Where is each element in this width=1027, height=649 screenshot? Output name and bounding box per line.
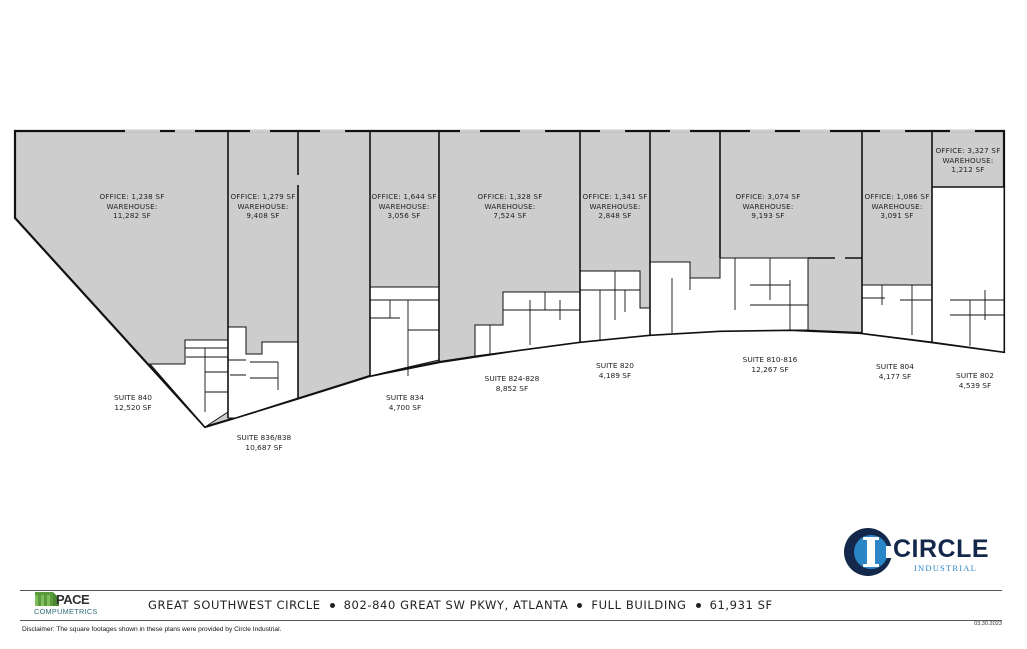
footer-top-rule [20, 590, 1002, 591]
unit-836-838-areas: OFFICE: 1,279 SF WAREHOUSE: 9,408 SF [225, 192, 301, 221]
office-sf: OFFICE: 1,086 SF [864, 192, 930, 201]
suite-sf: 10,687 SF [245, 443, 283, 452]
warehouse-sf: 7,524 SF [493, 211, 527, 220]
warehouse-label: WAREHOUSE: [378, 201, 430, 211]
warehouse-sf: 11,282 SF [113, 211, 151, 220]
room-walls [185, 258, 1004, 412]
suite-804-label: SUITE 804 4,177 SF [862, 362, 928, 382]
warehouse-label: WAREHOUSE: [942, 155, 994, 165]
suite-sf: 4,700 SF [388, 403, 422, 412]
scope-label: FULL BUILDING [591, 598, 687, 612]
circle-logo-word: CIRCLE [893, 535, 990, 563]
disclaimer-text: Disclaimer: The square footages shown in… [22, 626, 282, 633]
suite-824-828-label: SUITE 824-828 8,852 SF [474, 374, 550, 394]
circle-logo-sub: INDUSTRIAL [914, 563, 977, 573]
suite-number: SUITE 836/838 [236, 433, 292, 442]
footer-title: GREAT SOUTHWEST CIRCLE 802-840 GREAT SW P… [148, 598, 773, 612]
office-sf: OFFICE: 1,279 SF [230, 192, 296, 201]
warehouse-label: WAREHOUSE: [871, 201, 923, 211]
unit-810-816-areas: OFFICE: 3,074 SF WAREHOUSE: 9,193 SF [728, 192, 808, 221]
suite-836-838-label: SUITE 836/838 10,687 SF [226, 433, 302, 453]
suite-820-label: SUITE 820 4,189 SF [582, 361, 648, 381]
warehouse-sf: 3,091 SF [880, 211, 914, 220]
warehouse-label: WAREHOUSE: [484, 201, 536, 211]
office-sf: OFFICE: 1,644 SF [371, 192, 437, 201]
suite-number: SUITE 824-828 [484, 374, 540, 383]
warehouse-sf: 1,212 SF [951, 165, 985, 174]
suite-sf: 8,852 SF [495, 384, 529, 393]
warehouse-label: WAREHOUSE: [106, 201, 158, 211]
bullet-separator [329, 603, 335, 608]
warehouse-label: WAREHOUSE: [237, 201, 289, 211]
suite-834-label: SUITE 834 4,700 SF [372, 393, 438, 413]
property-address: 802-840 GREAT SW PKWY, ATLANTA [343, 598, 569, 612]
circle-industrial-logo-icon [844, 528, 894, 576]
pace-logo-word: PACE [56, 592, 90, 607]
office-sf: OFFICE: 3,327 SF [935, 146, 1001, 155]
suite-number: SUITE 834 [386, 393, 424, 402]
unit-834-areas: OFFICE: 1,644 SF WAREHOUSE: 3,056 SF [366, 192, 442, 221]
suite-sf: 4,177 SF [878, 372, 912, 381]
suite-810-816-label: SUITE 810-816 12,267 SF [732, 355, 808, 375]
office-sf: OFFICE: 1,328 SF [477, 192, 543, 201]
plan-date: 03.30.2023 [974, 621, 1002, 627]
warehouse-label: WAREHOUSE: [589, 201, 641, 211]
office-sf: OFFICE: 1,238 SF [99, 192, 165, 201]
office-sf: OFFICE: 1,341 SF [582, 192, 648, 201]
unit-824-828-areas: OFFICE: 1,328 SF WAREHOUSE: 7,524 SF [470, 192, 550, 221]
pace-logo-sub: COMPUMETRICS [34, 607, 98, 616]
suite-840-label: SUITE 840 12,520 SF [100, 393, 166, 413]
warehouse-sf: 9,408 SF [246, 211, 280, 220]
warehouse-label: WAREHOUSE: [742, 201, 794, 211]
suite-sf: 12,520 SF [114, 403, 152, 412]
unit-804-areas: OFFICE: 1,086 SF WAREHOUSE: 3,091 SF [859, 192, 935, 221]
suite-number: SUITE 820 [596, 361, 634, 370]
unit-802-areas: OFFICE: 3,327 SF WAREHOUSE: 1,212 SF [929, 146, 1007, 175]
unit-820-areas: OFFICE: 1,341 SF WAREHOUSE: 2,848 SF [577, 192, 653, 221]
suite-sf: 4,189 SF [598, 371, 632, 380]
suite-number: SUITE 810-816 [742, 355, 798, 364]
footer-bottom-rule [20, 620, 1002, 621]
warehouse-sf: 2,848 SF [598, 211, 632, 220]
total-sf: 61,931 SF [709, 598, 773, 612]
unit-840-areas: OFFICE: 1,238 SF WAREHOUSE: 11,282 SF [92, 192, 172, 221]
suite-number: SUITE 802 [956, 371, 994, 380]
demising-walls [227, 131, 1004, 418]
office-sf: OFFICE: 3,074 SF [735, 192, 801, 201]
bullet-separator [577, 603, 583, 608]
suite-sf: 12,267 SF [751, 365, 789, 374]
property-name: GREAT SOUTHWEST CIRCLE [148, 598, 321, 612]
suite-sf: 4,539 SF [958, 381, 992, 390]
suite-number: SUITE 840 [114, 393, 152, 402]
pace-logo-icon [35, 592, 59, 606]
warehouse-sf: 9,193 SF [751, 211, 785, 220]
bullet-separator [695, 603, 701, 608]
warehouse-sf: 3,056 SF [387, 211, 421, 220]
suite-number: SUITE 804 [876, 362, 914, 371]
suite-802-label: SUITE 802 4,539 SF [942, 371, 1008, 391]
office-areas [148, 186, 1005, 428]
